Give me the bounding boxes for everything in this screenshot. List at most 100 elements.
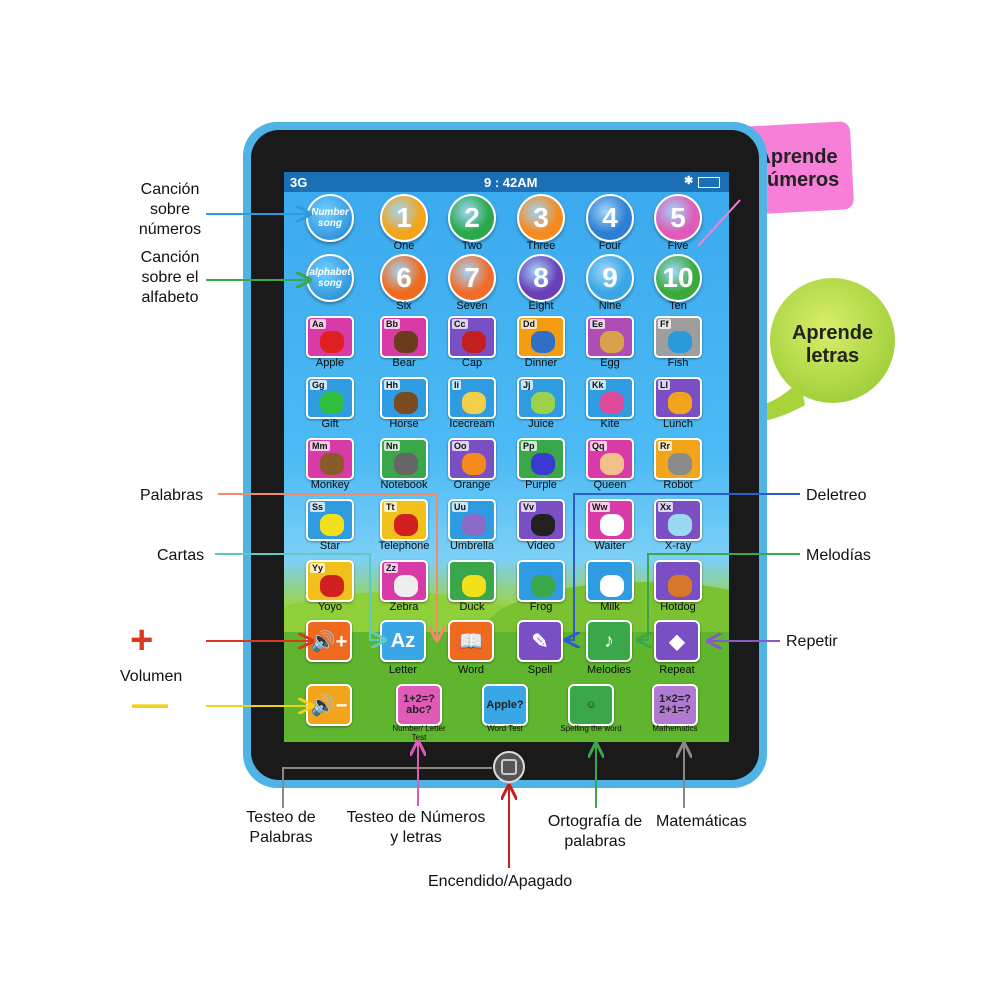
letter-card-label: Kite [600,418,620,430]
letter-card-label: Horse [389,418,419,430]
letter-tag: Ll [658,380,670,390]
letter-card-fish[interactable]: Ff [654,316,702,358]
picture-icon [320,453,344,475]
letter-tag: Ee [590,319,606,329]
function-key-spell[interactable]: ✎ [517,620,563,662]
function-key-label: Word [457,664,485,676]
picture-icon [531,575,555,597]
letter-card-milk[interactable] [586,560,634,602]
letter-card-telephone[interactable]: Tt [380,499,428,541]
letter-card-robot[interactable]: Rr [654,438,702,480]
letter-card-zebra[interactable]: Zz [380,560,428,602]
picture-icon [668,514,692,536]
letter-card-label: Umbrella [449,540,494,552]
letter-card-cap[interactable]: Cc [448,316,496,358]
letter-card-umbrella[interactable]: Uu [448,499,496,541]
letter-card-label: Frog [529,601,553,613]
test-key-label: Number/ Letter Test [392,724,446,742]
picture-icon [600,392,624,414]
letter-card-gift[interactable]: Gg [306,377,354,419]
letter-card-label: Orange [453,479,491,491]
picture-icon [462,331,486,353]
letter-card-apple[interactable]: Aa [306,316,354,358]
picture-icon [600,514,624,536]
aprende-numeros-title: Aprende números [754,146,840,191]
test-key-2[interactable]: Apple? [482,684,528,726]
letter-card-frog[interactable] [517,560,565,602]
letter-card-queen[interactable]: Qq [586,438,634,480]
letter-tag: Gg [310,380,327,390]
letter-card-kite[interactable]: Kk [586,377,634,419]
number-button-3[interactable]: 3 [517,194,565,242]
letter-card-label: Notebook [380,479,428,491]
function-key-letter[interactable]: Az [380,620,426,662]
picture-icon [394,331,418,353]
picture-icon [394,392,418,414]
picture-icon [462,575,486,597]
volume-plus-sign: + [130,618,154,662]
number-label-8: Eight [528,300,554,312]
letter-card-waiter[interactable]: Ww [586,499,634,541]
power-home-button[interactable] [493,751,525,783]
picture-icon [462,392,486,414]
letter-card-dinner[interactable]: Dd [517,316,565,358]
letter-card-yoyo[interactable]: Yy [306,560,354,602]
annotation-cancion-numeros: Canción sobre números [138,181,202,238]
green-speech-bubble [770,278,895,403]
number-button-1[interactable]: 1 [380,194,428,242]
number-label-3: Three [526,240,556,252]
number-button-9[interactable]: 9 [586,254,634,302]
number-label-6: Six [396,300,412,312]
letter-card-label: Icecream [449,418,495,430]
number-button-5[interactable]: 5 [654,194,702,242]
number-label-9: Nine [598,300,622,312]
letter-card-duck[interactable] [448,560,496,602]
annotation-cartas: Cartas [157,547,205,564]
number-button-8[interactable]: 8 [517,254,565,302]
letter-card-juice[interactable]: Jj [517,377,565,419]
number-button-7[interactable]: 7 [448,254,496,302]
function-key-repeat[interactable]: ◆ [654,620,700,662]
letter-tag: Cc [452,319,468,329]
number-button-4[interactable]: 4 [586,194,634,242]
letter-card-x-ray[interactable]: Xx [654,499,702,541]
letter-card-orange[interactable]: Oo [448,438,496,480]
letter-card-lunch[interactable]: Ll [654,377,702,419]
letter-card-purple[interactable]: Pp [517,438,565,480]
letter-card-icecream[interactable]: Ii [448,377,496,419]
alphabet-song-button[interactable]: alphabet song [306,254,354,302]
bluetooth-icon: ✱ [684,175,694,187]
picture-icon [668,392,692,414]
letter-card-monkey[interactable]: Mm [306,438,354,480]
letter-card-label: Hotdog [660,601,696,613]
letter-tag: Hh [384,380,400,390]
picture-icon [668,575,692,597]
letter-card-hotdog[interactable] [654,560,702,602]
number-button-10[interactable]: 10 [654,254,702,302]
test-key-4[interactable]: 1×2=? 2+1=? [652,684,698,726]
letter-card-label: Duck [459,601,485,613]
function-key-word[interactable]: 📖 [448,620,494,662]
letter-card-label: Bear [392,357,416,369]
letter-card-horse[interactable]: Hh [380,377,428,419]
volume-down-button[interactable]: 🔊− [306,684,352,726]
letter-card-egg[interactable]: Ee [586,316,634,358]
function-key-melodies[interactable]: ♪ [586,620,632,662]
annotation-cancion-alfabeto: Canción sobre el alfabeto [140,249,200,306]
letter-card-notebook[interactable]: Nn [380,438,428,480]
letter-card-video[interactable]: Vv [517,499,565,541]
test-key-3[interactable]: ☺ [568,684,614,726]
picture-icon [320,575,344,597]
number-button-6[interactable]: 6 [380,254,428,302]
annotation-volumen: Volumen [120,668,183,685]
number-button-2[interactable]: 2 [448,194,496,242]
annotation-repetir: Repetir [786,633,838,650]
letter-card-star[interactable]: Ss [306,499,354,541]
test-key-1[interactable]: 1+2=? abc? [396,684,442,726]
annotation-ortografia: Ortografía de palabras [547,813,643,850]
letter-card-bear[interactable]: Bb [380,316,428,358]
letter-card-label: Juice [528,418,554,430]
annotation-matematicas: Matemáticas [656,813,747,830]
annotation-melodias: Melodías [806,547,871,564]
